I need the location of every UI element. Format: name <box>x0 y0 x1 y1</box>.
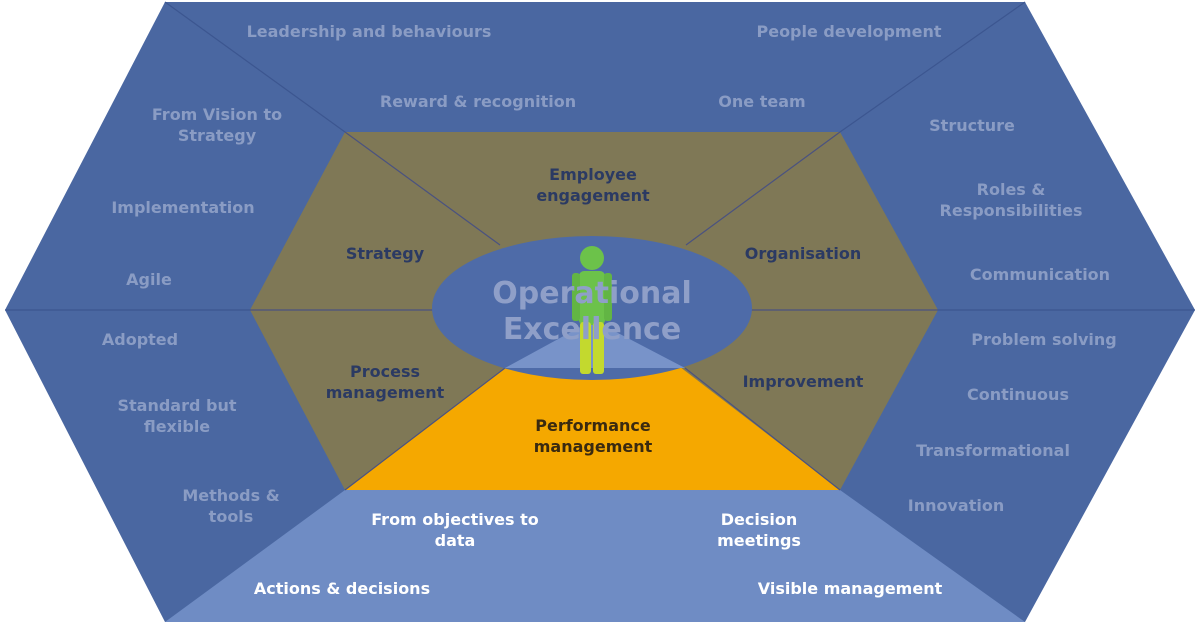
label-transformational: Transformational <box>916 441 1070 460</box>
label-actions-line: Actions & decisions <box>254 579 430 598</box>
label-innovation-line: Innovation <box>908 496 1004 515</box>
label-implementation-line: Implementation <box>111 198 254 217</box>
label-leadership-line: Leadership and behaviours <box>247 22 492 41</box>
label-performance-management-line: management <box>534 437 653 456</box>
label-improvement: Improvement <box>743 372 864 391</box>
label-roles-line: Roles & <box>977 180 1046 199</box>
label-vision-line: From Vision to <box>152 105 282 124</box>
label-standard-line: Standard but <box>117 396 236 415</box>
label-agile-line: Agile <box>126 270 172 289</box>
label-decision-meetings-line: meetings <box>717 531 801 550</box>
label-process-management-line: Process <box>350 362 420 381</box>
label-improvement-line: Improvement <box>743 372 864 391</box>
label-visible-management: Visible management <box>758 579 943 598</box>
label-continuous: Continuous <box>967 385 1069 404</box>
label-roles-line: Responsibilities <box>940 201 1083 220</box>
label-problem-solving: Problem solving <box>971 330 1116 349</box>
label-one-team: One team <box>718 92 805 111</box>
label-visible-management-line: Visible management <box>758 579 943 598</box>
label-methods-line: Methods & <box>182 486 279 505</box>
label-employee-engagement: Employee engagement <box>536 165 650 205</box>
label-decision-meetings-line: Decision <box>721 510 798 529</box>
label-process-management: Process management <box>326 362 445 402</box>
label-continuous-line: Continuous <box>967 385 1069 404</box>
label-implementation: Implementation <box>111 198 254 217</box>
label-innovation: Innovation <box>908 496 1004 515</box>
label-organisation-line: Organisation <box>745 244 861 263</box>
label-adopted: Adopted <box>102 330 178 349</box>
label-agile: Agile <box>126 270 172 289</box>
label-strategy: Strategy <box>346 244 425 263</box>
outer-bottom-segment <box>165 490 1025 622</box>
label-process-management-line: management <box>326 383 445 402</box>
label-objectives: From objectives to data <box>371 510 538 550</box>
label-reward-line: Reward & recognition <box>380 92 576 111</box>
label-reward: Reward & recognition <box>380 92 576 111</box>
label-transformational-line: Transformational <box>916 441 1070 460</box>
label-communication: Communication <box>970 265 1110 284</box>
label-standard: Standard but flexible <box>117 396 236 436</box>
label-vision: From Vision to Strategy <box>152 105 282 145</box>
label-strategy-line: Strategy <box>346 244 425 263</box>
label-objectives-line: data <box>435 531 476 550</box>
label-standard-line: flexible <box>144 417 210 436</box>
label-organisation: Organisation <box>745 244 861 263</box>
label-one-team-line: One team <box>718 92 805 111</box>
label-performance-management: Performance management <box>534 416 653 456</box>
label-people-development-line: People development <box>756 22 941 41</box>
label-structure: Structure <box>929 116 1015 135</box>
label-problem-solving-line: Problem solving <box>971 330 1116 349</box>
label-decision-meetings: Decision meetings <box>717 510 801 550</box>
performance-segment <box>345 300 840 490</box>
middle-dividers <box>250 131 938 491</box>
label-people-development: People development <box>756 22 941 41</box>
label-employee-engagement-line: Employee <box>549 165 637 184</box>
label-employee-engagement-line: engagement <box>536 186 650 205</box>
label-vision-line: Strategy <box>178 126 257 145</box>
label-structure-line: Structure <box>929 116 1015 135</box>
label-methods: Methods & tools <box>182 486 279 526</box>
person-figure <box>572 246 612 374</box>
label-actions: Actions & decisions <box>254 579 430 598</box>
label-performance-management-line: Performance <box>535 416 651 435</box>
label-objectives-line: From objectives to <box>371 510 538 529</box>
center-title-line2: Excellence <box>503 312 681 347</box>
label-communication-line: Communication <box>970 265 1110 284</box>
center-title-line1: Operational <box>492 276 691 311</box>
label-leadership: Leadership and behaviours <box>247 22 492 41</box>
label-roles: Roles & Responsibilities <box>940 180 1083 220</box>
label-methods-line: tools <box>209 507 254 526</box>
label-adopted-line: Adopted <box>102 330 178 349</box>
outer-dividers <box>5 1 1195 311</box>
